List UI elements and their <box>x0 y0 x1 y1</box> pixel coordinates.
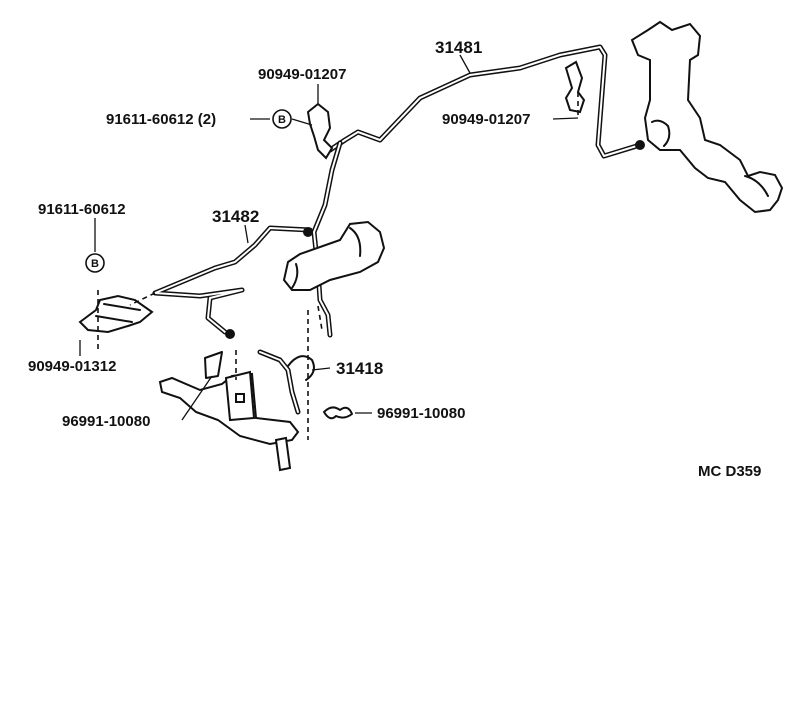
ref-symbol-b-top: B <box>272 109 292 129</box>
bracket-90949-01312 <box>78 294 154 334</box>
clip-90949-01207-right <box>564 60 586 114</box>
part-label-31482: 31482 <box>212 207 259 226</box>
clip-90949-01207-top <box>306 102 334 160</box>
part-label-90949-01312: 90949-01312 <box>28 358 116 375</box>
part-label-91611-60612-2: 91611-60612 (2) <box>106 111 216 128</box>
clutch-master-cylinder <box>630 20 784 214</box>
part-label-90949-01207-top: 90949-01207 <box>258 66 346 83</box>
part-label-31418: 31418 <box>336 359 383 378</box>
part-label-90949-01207-right: 90949-01207 <box>442 111 530 128</box>
assembly-dashed-lines <box>97 92 579 440</box>
clip-96991-10080-right <box>323 406 353 420</box>
part-label-91611-60612: 91611-60612 <box>38 201 126 218</box>
diagram-code: MC D359 <box>698 463 761 480</box>
ref-symbol-b-left-text: B <box>91 258 99 270</box>
leader-lines <box>79 54 579 421</box>
clutch-tube-31481 <box>327 44 643 159</box>
clutch-release-cylinder <box>282 220 386 291</box>
ref-symbol-b-left: B <box>85 253 105 273</box>
part-label-96991-10080-right: 96991-10080 <box>377 405 465 422</box>
part-label-31481: 31481 <box>435 38 482 57</box>
ref-symbol-b-top-text: B <box>278 114 286 126</box>
part-label-96991-10080-left: 96991-10080 <box>62 413 150 430</box>
flexible-hose-31418 <box>225 329 315 415</box>
clutch-housing-bracket <box>158 351 300 472</box>
